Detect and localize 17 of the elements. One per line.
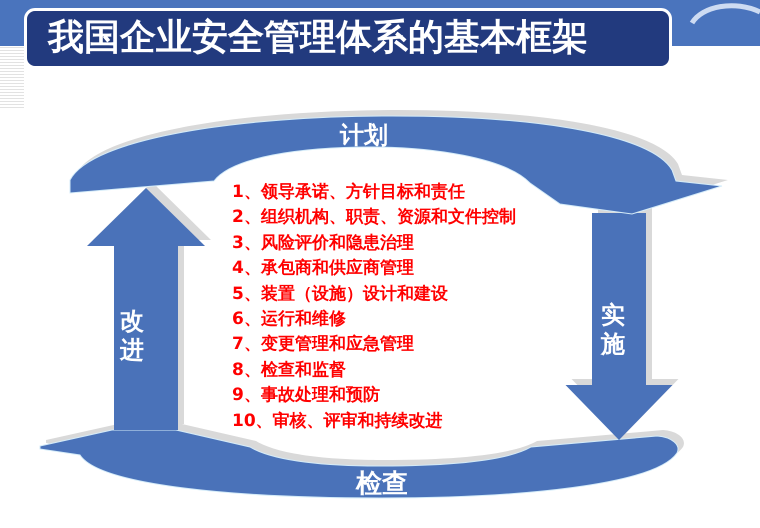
arrow-label: 改进 xyxy=(120,307,144,365)
list-item: 3、风险评价和隐患治理 xyxy=(232,232,414,255)
list-item: 7、变更管理和应急管理 xyxy=(232,333,414,356)
list-item: 2、组织机构、职责、资源和文件控制 xyxy=(232,206,516,230)
list-item: 8、检查和监督 xyxy=(232,358,346,382)
block-arrow xyxy=(87,188,205,430)
list-item: 4、承包商和供应商管理 xyxy=(232,257,414,280)
list-item: 5、装置（设施）设计和建设 xyxy=(232,282,448,306)
list-item: 10、审核、评审和持续改进 xyxy=(232,410,443,433)
arrow-label: 计划 xyxy=(340,121,388,149)
list-item: 9、事故处理和预防 xyxy=(232,384,380,408)
arrow-label: 实施 xyxy=(601,301,625,359)
list-item: 1、领导承诺、方针目标和责任 xyxy=(232,181,465,204)
title-banner: 我国企业安全管理体系的基本框架 xyxy=(24,8,672,69)
list-item: 6、运行和维修 xyxy=(232,308,346,331)
arrow-label: 检查 xyxy=(356,469,408,499)
block-arrow xyxy=(566,213,672,440)
